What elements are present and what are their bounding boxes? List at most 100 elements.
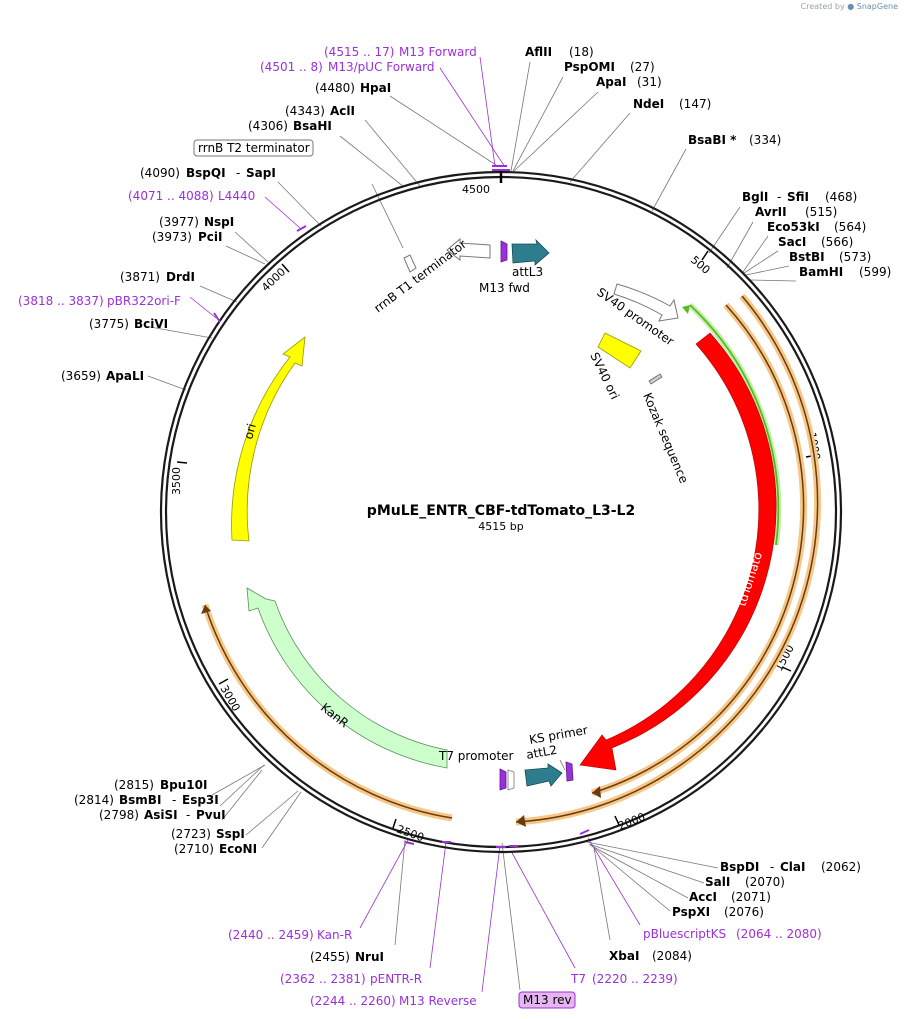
enzyme-avrii-name: AvrII [755,205,787,219]
enzyme-apai-pos: (31) [637,75,662,89]
enzyme-bsabi-pos: (334) [749,133,781,147]
enzyme-bsahi-pos: (4306) [248,119,288,133]
leader-lines [147,61,797,991]
orange-arc-3-line [204,604,453,819]
enzyme-hpai-name: HpaI [360,81,391,95]
m13-fwd-label: M13 fwd [479,281,530,295]
enzyme-nspi-pos: (3977) [159,215,199,229]
ori-label: ori [241,422,259,441]
enzyme-bspdi-pos: (2062) [821,860,861,874]
enzyme-saci-name: SacI [778,235,806,249]
enzyme-apali-name: ApaLI [106,369,144,383]
m13-rev-label-box [518,991,576,1009]
enzyme-ndei-pos: (147) [679,97,711,111]
enzyme-pvui-name: PvuI [196,808,226,822]
top-primer-labels: (4515 .. 17) M13 Forward (4501 .. 8) M13… [260,45,477,74]
orange-arc-1-line [591,304,805,794]
primer-l4440-range: (4071 .. 4088) [128,189,214,203]
enzyme-bspdi-name: BspDI [720,860,759,874]
primer-pbsks-name: pBluescriptKS [643,927,726,941]
enzyme-eco53ki-name: Eco53kI [767,220,820,234]
enzyme-xbai-pos: (2084) [652,949,692,963]
enzyme-bamhi-pos: (599) [859,265,891,279]
enzyme-pspomi-name: PspOMI [564,60,615,74]
credit-brand: SnapGene [856,2,898,11]
enzyme-bpu10i-pos: (2815) [114,778,154,792]
enzyme-bspqi-dash: - [236,166,240,180]
enzyme-pspxi-pos: (2076) [724,905,764,919]
primer-t7-name: T7 [570,972,586,986]
enzyme-xbai-name: XbaI [609,949,639,963]
primer-pbr322-range: (3818 .. 3837) [18,294,104,308]
tick-3500: 3500 [170,467,183,495]
enzyme-acci-name: AccI [689,890,717,904]
enzyme-acli-pos: (4343) [285,104,325,118]
enzyme-bsmbi-pos: (2814) [74,793,114,807]
enzyme-drdi-name: DrdI [166,270,195,284]
enzyme-clai-name: ClaI [780,860,805,874]
rrnb-t1-label: rrnB T1 terminator [371,237,469,315]
enzyme-pspxi-name: PspXI [672,905,710,919]
enzyme-saci-pos: (566) [821,235,853,249]
bottom-labels: (2440 .. 2459) Kan-R (2455) NruI (2362 .… [228,928,678,1008]
enzyme-bsahi-name: BsaHI [293,119,332,133]
ori-feature [231,336,306,542]
enzyme-bstbi-pos: (573) [839,250,871,264]
enzyme-bsabi-name: BsaBI * [688,133,737,147]
orange-arc-2-line [515,295,819,823]
primer-pbr322-name: pBR322ori-F [107,294,181,308]
primer-m13rev-name: M13 Reverse [399,994,477,1008]
enzyme-bpu10i-name: Bpu10I [160,778,207,792]
rrnb-t2-feature [403,254,417,273]
enzyme-nspi-name: NspI [204,215,234,229]
t7-promoter-feature [499,768,507,791]
enzyme-asisi-pos: (2798) [99,808,139,822]
enzyme-bsmbi-name: BsmBI [119,793,161,807]
enzyme-asisi-name: AsiSI [144,808,178,822]
sv40-promoter-feature [613,283,679,322]
green-arc [689,304,780,546]
rrnb-t2-label: rrnB T2 terminator [198,141,310,155]
t7-promoter-label: T7 promoter [438,749,514,763]
snapgene-credit: Created by ● SnapGene [801,2,898,11]
primer-pentr-name: pENTR-R [370,972,422,986]
primer-pentr-range: (2362 .. 2381) [280,972,366,986]
enzyme-hpai-pos: (4480) [315,81,355,95]
attl2-feature [524,763,563,787]
enzyme-acci-pos: (2071) [731,890,771,904]
bottom-left-enzymes: (2815) Bpu10I (2814) BsmBI - Esp3I (2798… [74,778,257,856]
m13-rev-label: M13 rev [523,993,572,1007]
enzyme-aflii-name: AflII [525,45,552,59]
enzyme-aflii-pos: (18) [569,45,594,59]
primer-leaders [189,56,641,993]
enzyme-bsmbi-dash: - [172,793,176,807]
enzyme-nrui-pos: (2455) [310,950,350,964]
tick-2500: 2500 [395,823,426,845]
enzyme-apali-pos: (3659) [61,369,101,383]
enzyme-sspi-pos: (2723) [171,827,211,841]
enzyme-sali-name: SalI [705,875,730,889]
kozak-feature [648,373,663,385]
enzyme-ndei-name: NdeI [633,97,664,111]
enzyme-eco53ki-pos: (564) [834,220,866,234]
enzyme-sali-pos: (2070) [745,875,785,889]
enzyme-bcivi-pos: (3775) [89,317,129,331]
kozak-label: Kozak sequence [640,391,691,486]
primer-pbsks-range: (2064 .. 2080) [736,927,822,941]
enzyme-sapi-name: SapI [246,166,276,180]
orange-arrowhead-2 [516,815,526,827]
primer-m13rev-range: (2244 .. 2260) [310,994,396,1008]
attl3-label: attL3 [512,265,543,279]
enzyme-bspqi-name: BspQI [186,166,226,180]
enzyme-pspomi-pos: (27) [630,60,655,74]
enzyme-bcivi-name: BciVI [134,317,168,331]
plasmid-name: pMuLE_ENTR_CBF-tdTomato_L3-L2 [367,503,635,519]
m13-fwd-feature [500,240,508,263]
enzyme-bstbi-name: BstBI [789,250,825,264]
attl3-feature [511,238,550,266]
snapgene-logo-icon: ● [847,2,855,11]
orange-arrowhead-3 [201,605,211,614]
enzyme-bspdi-dash: - [770,860,774,874]
enzyme-avrii-pos: (515) [805,205,837,219]
